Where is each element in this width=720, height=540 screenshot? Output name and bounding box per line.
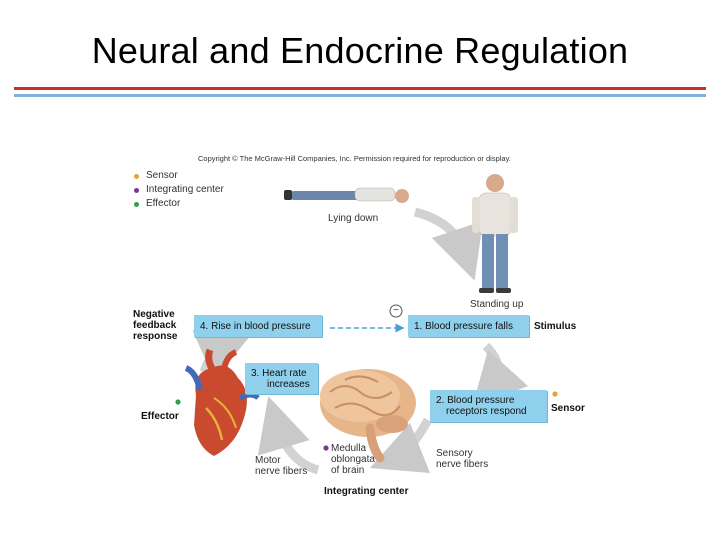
negative-feedback-label: Negative feedback response — [133, 309, 177, 342]
step4-label: 4. Rise in blood pressure — [200, 321, 311, 332]
standing-person-icon — [472, 174, 518, 293]
step4-box: 4. Rise in blood pressure — [194, 315, 322, 337]
medulla-label: Medulla oblongata of brain — [331, 443, 375, 476]
arrow-lying-to-standing — [415, 212, 466, 255]
motor-label-line1: Motor — [255, 455, 307, 466]
sensor-label: Sensor — [551, 403, 585, 414]
lying-person-icon — [284, 188, 409, 203]
step2-label-line2: receptors respond — [436, 406, 527, 417]
step1-label: 1. Blood pressure falls — [414, 321, 513, 332]
stimulus-label: Stimulus — [534, 321, 576, 332]
medulla-label-line1: Medulla — [331, 443, 375, 454]
sensory-nerve-label: Sensory nerve fibers — [436, 448, 488, 470]
sensory-label-line2: nerve fibers — [436, 459, 488, 470]
step1-box: 1. Blood pressure falls — [408, 315, 529, 337]
medulla-label-line2: oblongata — [331, 454, 375, 465]
integrating-center-label: Integrating center — [324, 486, 408, 497]
negative-label-line1: Negative — [133, 309, 177, 320]
step3-label-line1: 3. Heart rate — [251, 368, 307, 379]
step2-box: 2. Blood pressure receptors respond — [430, 390, 547, 422]
integrating-center-dot-icon — [323, 445, 328, 450]
negative-label-line2: feedback — [133, 320, 177, 331]
step3-box: 3. Heart rate increases — [245, 363, 318, 394]
step3-label-line2: increases — [251, 379, 310, 390]
arrow-step1-to-step2 — [486, 346, 498, 388]
motor-label-line2: nerve fibers — [255, 466, 307, 477]
motor-nerve-label: Motor nerve fibers — [255, 455, 307, 477]
step2-label-line1: 2. Blood pressure — [436, 395, 514, 406]
lying-down-label: Lying down — [328, 213, 378, 224]
sensory-label-line1: Sensory — [436, 448, 488, 459]
medulla-label-line3: of brain — [331, 465, 375, 476]
standing-up-label: Standing up — [470, 299, 523, 310]
effector-dot-icon — [175, 399, 180, 404]
effector-label: Effector — [141, 411, 179, 422]
negative-label-line3: response — [133, 331, 177, 342]
sensor-dot-icon — [552, 391, 557, 396]
negative-sign: − — [393, 305, 399, 316]
